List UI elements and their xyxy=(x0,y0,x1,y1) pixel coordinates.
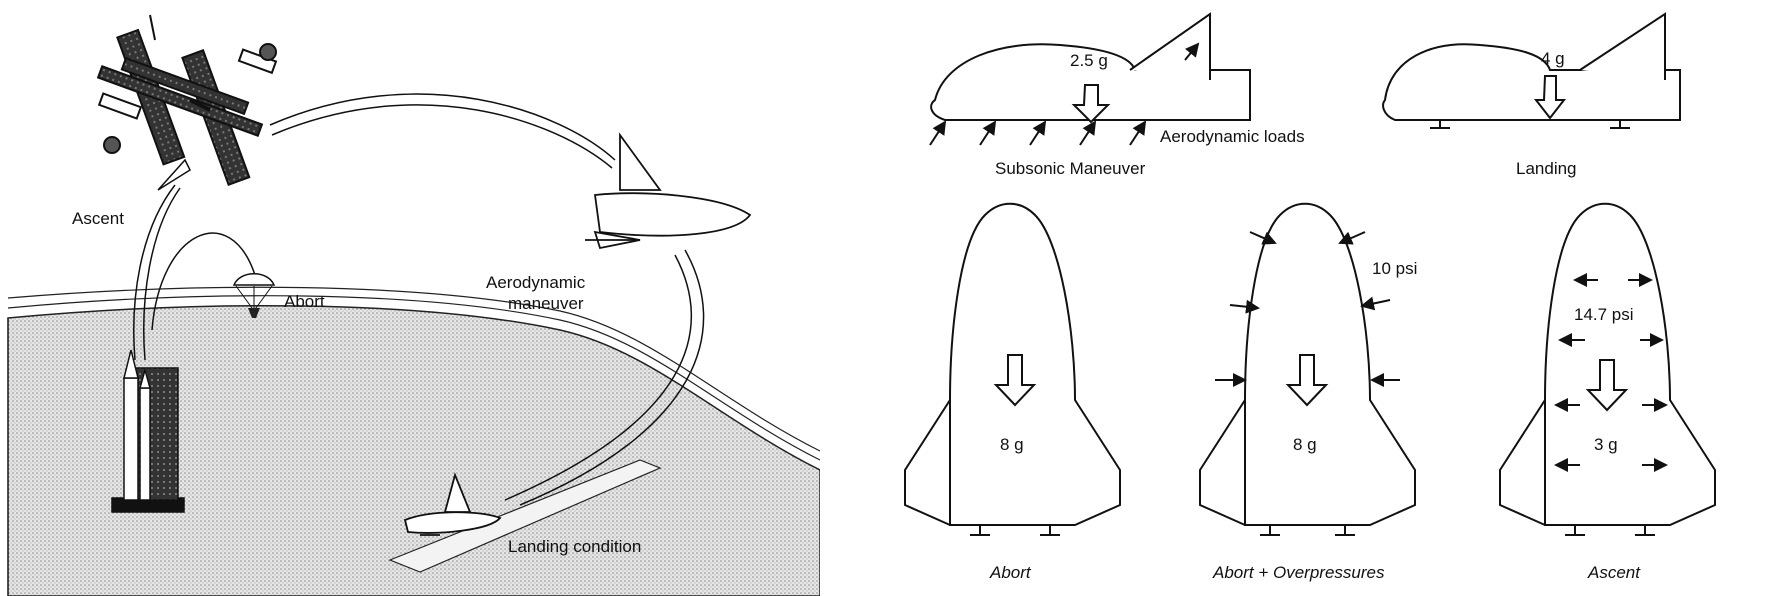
ascent-load-label: 3 g xyxy=(1594,435,1618,454)
subsonic-side-view xyxy=(929,12,1251,146)
abort-overpressure-load-label: 8 g xyxy=(1293,435,1317,454)
abort-trajectory xyxy=(151,232,256,331)
landing-caption: Landing xyxy=(1516,159,1577,178)
ascent-label: Ascent xyxy=(72,209,124,228)
launch-tower xyxy=(111,349,185,513)
abort-overpressure-planform xyxy=(1199,202,1416,536)
maneuvering-orbiter xyxy=(585,132,752,250)
abort-label: Abort xyxy=(284,292,325,311)
abort-planform xyxy=(904,202,1121,536)
aero-maneuver-label-line2: maneuver xyxy=(508,294,584,313)
parachute-icon xyxy=(232,273,276,318)
abort-load-label: 8 g xyxy=(1000,435,1024,454)
ascent-caption: Ascent xyxy=(1588,563,1640,582)
landing-condition-label: Landing condition xyxy=(508,537,642,556)
aerodynamic-loads-label: Aerodynamic loads xyxy=(1160,127,1305,146)
subsonic-load-label: 2.5 g xyxy=(1070,51,1108,70)
aero-maneuver-label-line1: Aerodynamic xyxy=(486,273,586,292)
runway xyxy=(388,459,662,573)
space-station xyxy=(96,14,278,187)
ascent-vehicle xyxy=(157,158,191,191)
landing-load-label: 4 g xyxy=(1541,49,1565,68)
ascent-pressure-label: 14.7 psi xyxy=(1574,305,1634,324)
landing-orbiter xyxy=(403,472,502,536)
ascent-planform xyxy=(1499,202,1716,536)
mission-profile-illustration xyxy=(7,14,820,596)
subsonic-caption: Subsonic Maneuver xyxy=(995,159,1146,178)
return-trajectory xyxy=(269,93,616,161)
abort-caption: Abort xyxy=(990,563,1031,582)
ground-terrain xyxy=(7,304,820,596)
ascent-trajectory xyxy=(133,184,176,361)
abort-overpressure-pressure-label: 10 psi xyxy=(1372,259,1418,278)
abort-overpressure-caption: Abort + Overpressures xyxy=(1213,563,1385,582)
landing-side-view xyxy=(1382,12,1681,129)
